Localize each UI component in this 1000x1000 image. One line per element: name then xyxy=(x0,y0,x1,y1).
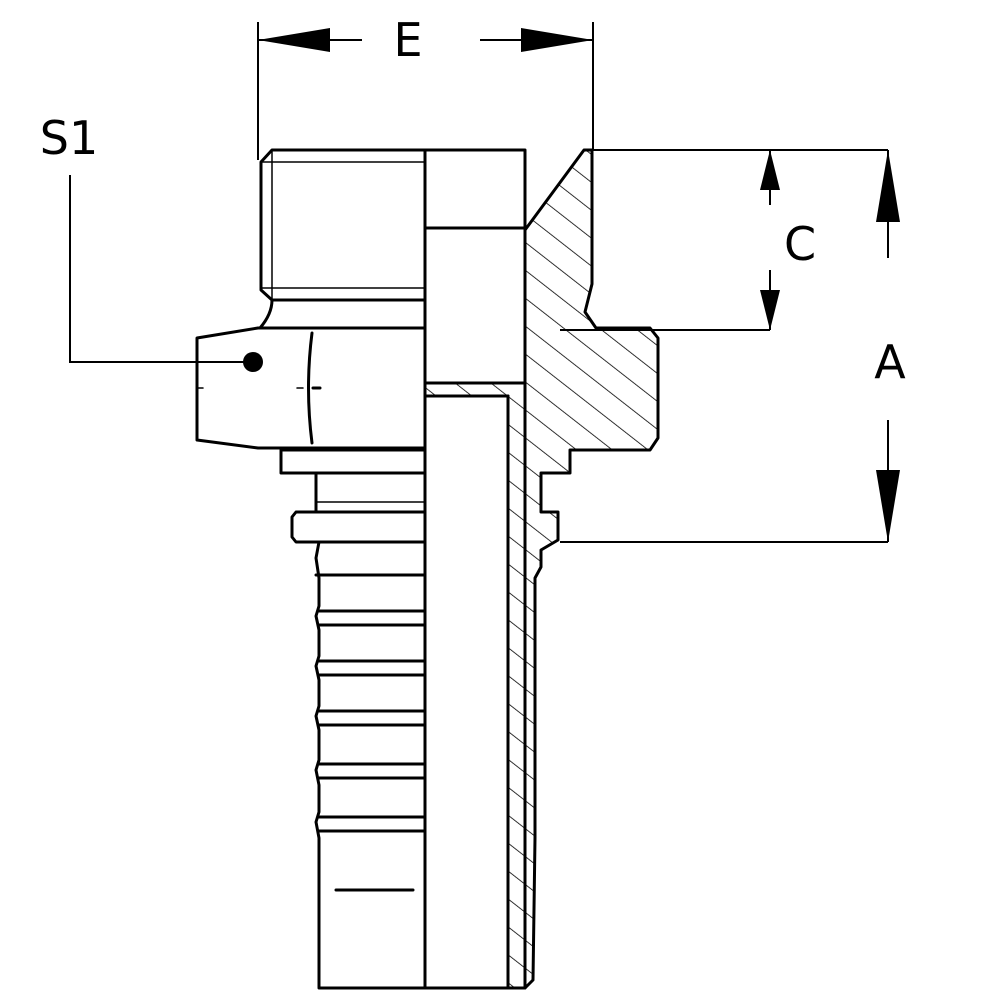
dimension-a: A xyxy=(560,150,906,543)
hex-center-dot xyxy=(243,352,263,372)
dimension-e: E xyxy=(257,13,594,160)
collar xyxy=(279,448,427,475)
label-c: C xyxy=(784,217,816,271)
section-half xyxy=(423,148,660,990)
barb-ridges xyxy=(314,573,427,892)
label-e: E xyxy=(393,13,422,67)
dimension-c: C xyxy=(560,149,888,331)
label-a: A xyxy=(874,335,906,389)
thread-section xyxy=(259,148,427,302)
shank-neck xyxy=(314,471,427,514)
label-s1: S1 xyxy=(40,111,98,165)
leader-s1: S1 xyxy=(40,111,248,363)
retaining-ring xyxy=(290,510,427,544)
exterior-half xyxy=(195,148,427,990)
thread-undercut xyxy=(258,298,427,330)
